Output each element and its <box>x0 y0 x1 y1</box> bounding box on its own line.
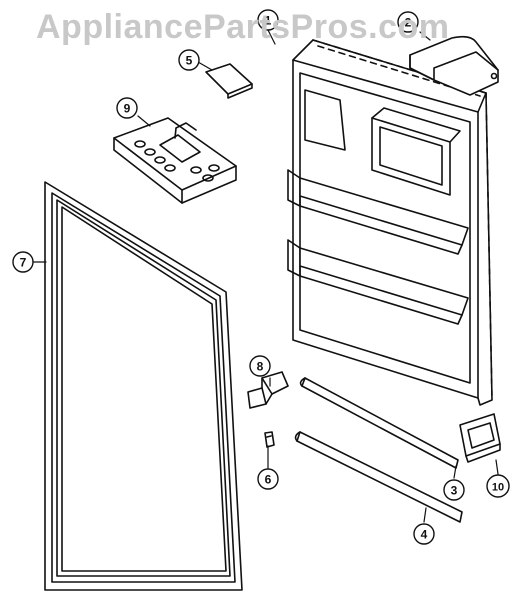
callout-5: 5 <box>178 49 200 71</box>
callout-10: 10 <box>486 474 510 498</box>
callout-2: 2 <box>397 11 419 33</box>
door-gasket <box>44 181 243 591</box>
pocket-part-10 <box>459 413 501 463</box>
callout-label: 3 <box>451 484 458 498</box>
callout-label: 6 <box>265 473 272 487</box>
bracket-part-8 <box>247 371 289 409</box>
watermark: AppliancePartsPros.com <box>36 8 450 46</box>
callout-label: 8 <box>257 360 264 374</box>
callout-label: 4 <box>421 528 428 542</box>
callout-label: 7 <box>20 256 27 270</box>
callout-9: 9 <box>116 97 138 119</box>
callout-label: 5 <box>186 54 193 68</box>
callout-label: 1 <box>265 14 272 28</box>
callout-label: 10 <box>492 482 504 494</box>
egg-tray <box>113 117 237 204</box>
callout-4: 4 <box>413 523 435 545</box>
callout-6: 6 <box>257 468 279 490</box>
callout-7: 7 <box>12 251 34 273</box>
callout-label: 9 <box>124 102 131 116</box>
insert-part-5 <box>205 63 253 99</box>
clip-part-6 <box>264 431 275 448</box>
callout-label: 2 <box>405 16 412 30</box>
door-liner <box>287 39 493 406</box>
trim-strip-lower <box>294 431 463 523</box>
leader-lines <box>32 29 499 523</box>
callout-8: 8 <box>249 355 271 377</box>
callout-1: 1 <box>257 9 279 31</box>
callout-3: 3 <box>443 479 465 501</box>
dairy-door <box>409 35 499 96</box>
